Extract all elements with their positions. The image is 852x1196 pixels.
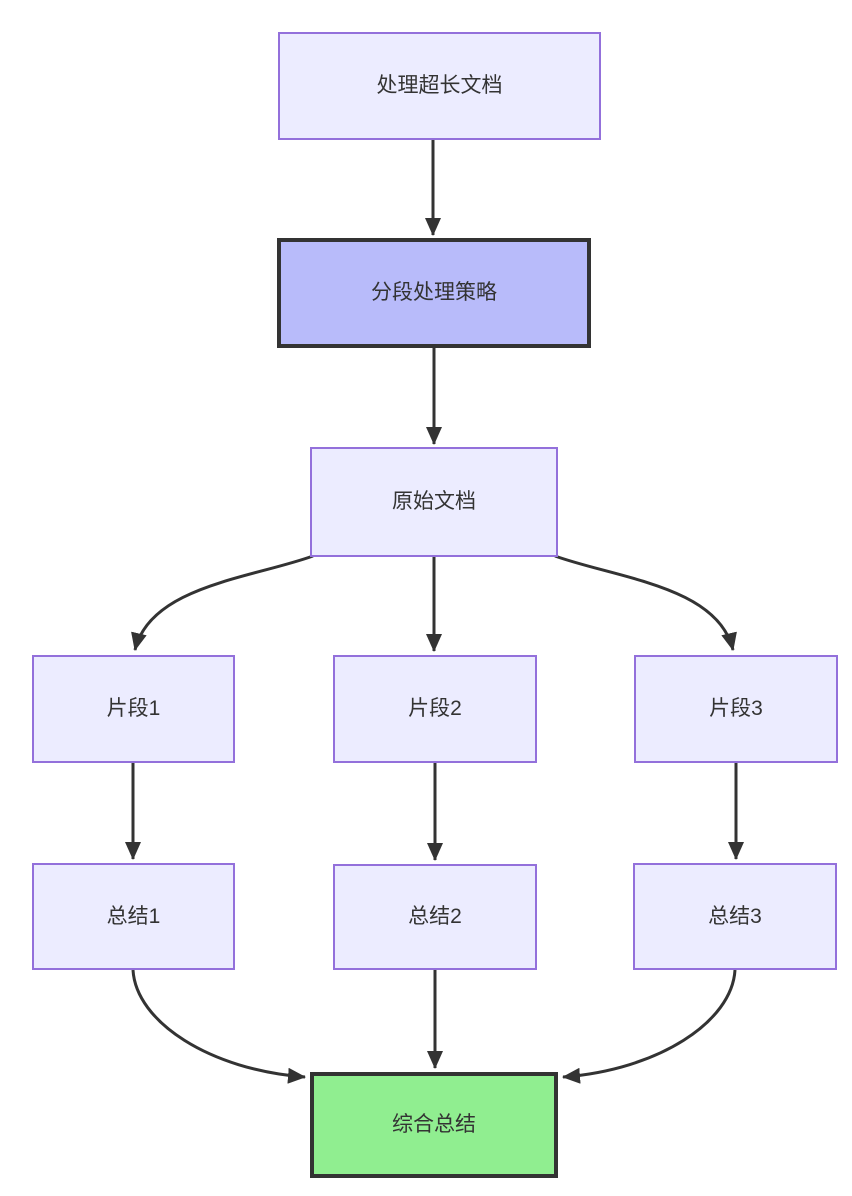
node-label: 片段1: [106, 697, 161, 721]
node-label: 片段3: [709, 697, 763, 721]
node-label: 分段处理策略: [371, 281, 497, 305]
node-label: 总结1: [106, 904, 161, 928]
node-label: 综合总结: [392, 1113, 476, 1137]
edge-e3-f: [562, 969, 737, 1084]
node-label: 片段2: [408, 697, 462, 721]
node-summary-1: 总结1: [32, 863, 235, 970]
node-final-summary: 综合总结: [310, 1072, 558, 1178]
edge-e1-f: [131, 969, 306, 1084]
node-summary-3: 总结3: [633, 863, 837, 970]
node-label: 总结3: [708, 904, 762, 928]
node-label: 原始文档: [392, 490, 476, 514]
node-segmentation-strategy: 分段处理策略: [277, 238, 591, 348]
node-summary-2: 总结2: [333, 864, 537, 970]
node-segment-1: 片段1: [32, 655, 235, 763]
edge-c-d1: [131, 554, 314, 651]
edge-c-d3: [554, 554, 737, 651]
node-process-long-doc: 处理超长文档: [278, 32, 601, 140]
node-original-doc: 原始文档: [310, 447, 558, 557]
node-segment-2: 片段2: [333, 655, 537, 763]
node-segment-3: 片段3: [634, 655, 838, 763]
node-label: 总结2: [408, 905, 462, 929]
node-label: 处理超长文档: [376, 74, 503, 98]
